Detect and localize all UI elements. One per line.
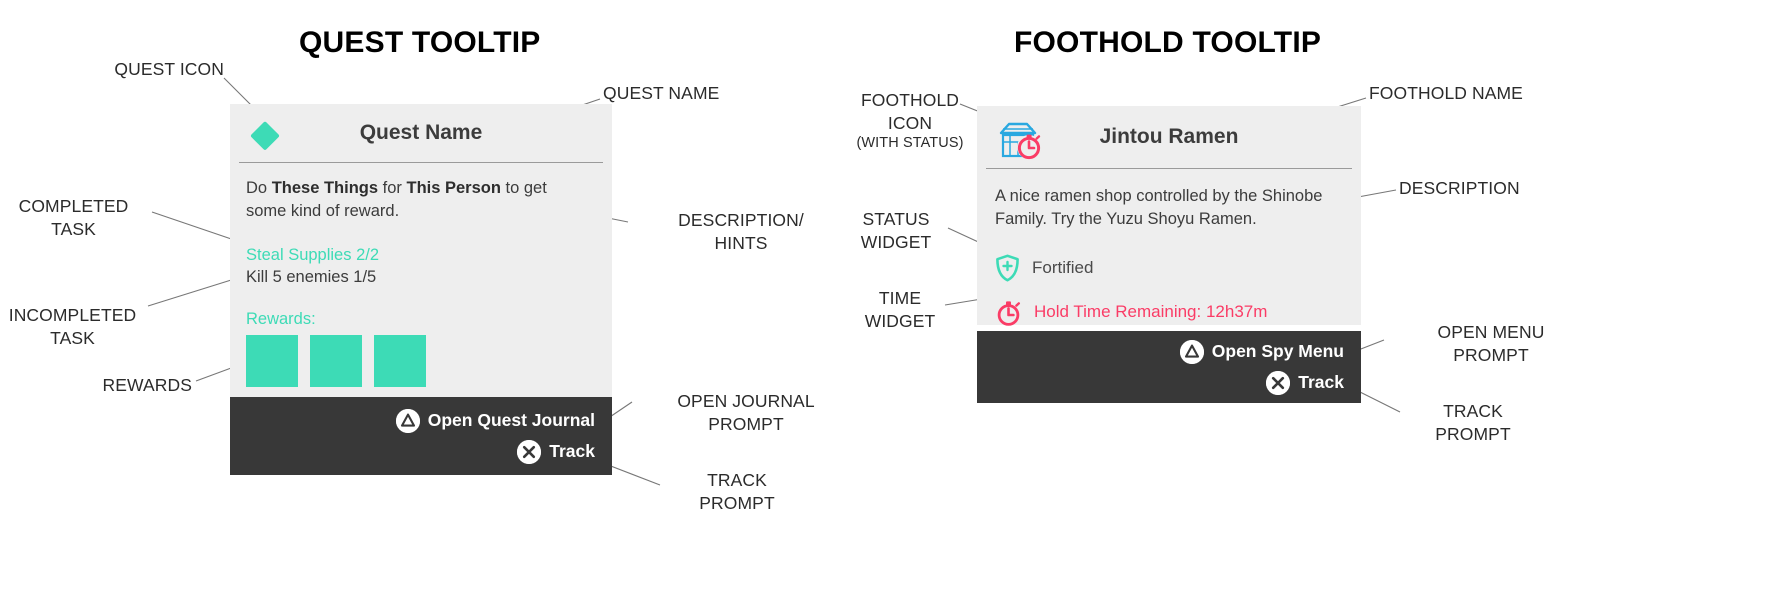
annotation-quest-icon: QUEST ICON: [114, 59, 224, 79]
annotation-description-hints: DESCRIPTION/ HINTS: [678, 210, 804, 253]
foothold-track-prompt[interactable]: Track: [977, 370, 1344, 395]
quest-tooltip-header: Quest Name: [230, 104, 612, 162]
foothold-tooltip-body: A nice ramen shop controlled by the Shin…: [977, 169, 1361, 326]
annotation-incompleted-task: INCOMPLETED TASK: [8, 305, 137, 348]
stopwatch-icon: [995, 298, 1022, 326]
quest-diamond-icon: [248, 119, 282, 153]
triangle-button-icon: [1179, 339, 1204, 364]
foothold-time-widget: Hold Time Remaining: 12h37m: [995, 298, 1345, 326]
annotation-open-menu-prompt: OPEN MENU PROMPT: [1437, 322, 1545, 365]
foothold-open-spy-menu-label: Open Spy Menu: [1211, 341, 1344, 361]
triangle-button-icon: [395, 408, 420, 433]
quest-reward-slot[interactable]: [246, 335, 298, 388]
annotation-time-widget: TIME WIDGET: [864, 288, 936, 331]
annotation-track-prompt-foothold: TRACK PROMPT: [1435, 401, 1511, 444]
foothold-prompt-bar: Open Spy Menu Track: [977, 331, 1361, 403]
quest-reward-slot[interactable]: [310, 335, 362, 388]
quest-reward-list: [246, 335, 596, 388]
quest-task-incomplete: Kill 5 enemies 1/5: [246, 268, 377, 287]
quest-rewards-label: Rewards:: [246, 310, 316, 329]
annotation-foothold-icon-sub: (WITH STATUS): [856, 135, 964, 152]
shield-plus-icon: [995, 254, 1020, 282]
foothold-tooltip-header: Jintou Ramen: [977, 106, 1361, 168]
foothold-tooltip-panel: Jintou Ramen A nice ramen shop controlle…: [977, 106, 1361, 326]
annotation-rewards: REWARDS: [102, 375, 192, 395]
annotation-status-widget: STATUS WIDGET: [860, 209, 932, 252]
quest-description: Do These Things for This Person to get s…: [246, 177, 576, 224]
annotation-foothold-name: FOOTHOLD NAME: [1369, 83, 1523, 103]
foothold-status-widget: Fortified: [995, 254, 1345, 282]
foothold-description: A nice ramen shop controlled by the Shin…: [995, 187, 1323, 229]
quest-reward-slot[interactable]: [374, 335, 426, 388]
foothold-status-label: Fortified: [1032, 257, 1094, 277]
foothold-track-label: Track: [1298, 372, 1344, 392]
quest-open-journal-prompt[interactable]: Open Quest Journal: [230, 408, 595, 433]
quest-section-title: QUEST TOOLTIP: [299, 26, 541, 59]
foothold-title: Jintou Ramen: [1099, 125, 1239, 148]
cross-button-icon: [517, 439, 542, 464]
quest-title: Quest Name: [359, 121, 483, 144]
annotation-completed-task: COMPLETED TASK: [18, 196, 129, 239]
quest-description-text: Do These Things for This Person to get s…: [246, 179, 547, 221]
quest-tooltip-body: Do These Things for This Person to get s…: [230, 163, 612, 388]
quest-track-label: Track: [549, 441, 595, 461]
annotation-foothold-icon: FOOTHOLD ICON (WITH STATUS): [855, 66, 965, 176]
quest-open-journal-label: Open Quest Journal: [427, 410, 595, 430]
foothold-time-label: Hold Time Remaining: 12h37m: [1034, 301, 1268, 321]
foothold-header-divider: [986, 168, 1352, 169]
cross-button-icon: [1266, 370, 1291, 395]
quest-prompt-bar: Open Quest Journal Track: [230, 397, 612, 475]
foothold-open-spy-menu-prompt[interactable]: Open Spy Menu: [977, 339, 1344, 364]
annotation-foothold-description: DESCRIPTION: [1399, 178, 1520, 198]
annotation-quest-name: QUEST NAME: [603, 83, 720, 103]
annotation-open-journal-prompt: OPEN JOURNAL PROMPT: [677, 391, 815, 434]
quest-header-divider: [239, 162, 603, 163]
foothold-section-title: FOOTHOLD TOOLTIP: [1014, 26, 1322, 59]
annotation-track-prompt-quest: TRACK PROMPT: [699, 470, 775, 513]
quest-task-completed: Steal Supplies 2/2: [246, 245, 380, 264]
annotation-foothold-icon-main: FOOTHOLD ICON: [860, 89, 960, 133]
quest-task-list: Steal Supplies 2/2 Kill 5 enemies 1/5: [246, 244, 596, 289]
quest-track-prompt[interactable]: Track: [230, 439, 595, 464]
foothold-shop-stopwatch-icon: [995, 120, 1045, 162]
